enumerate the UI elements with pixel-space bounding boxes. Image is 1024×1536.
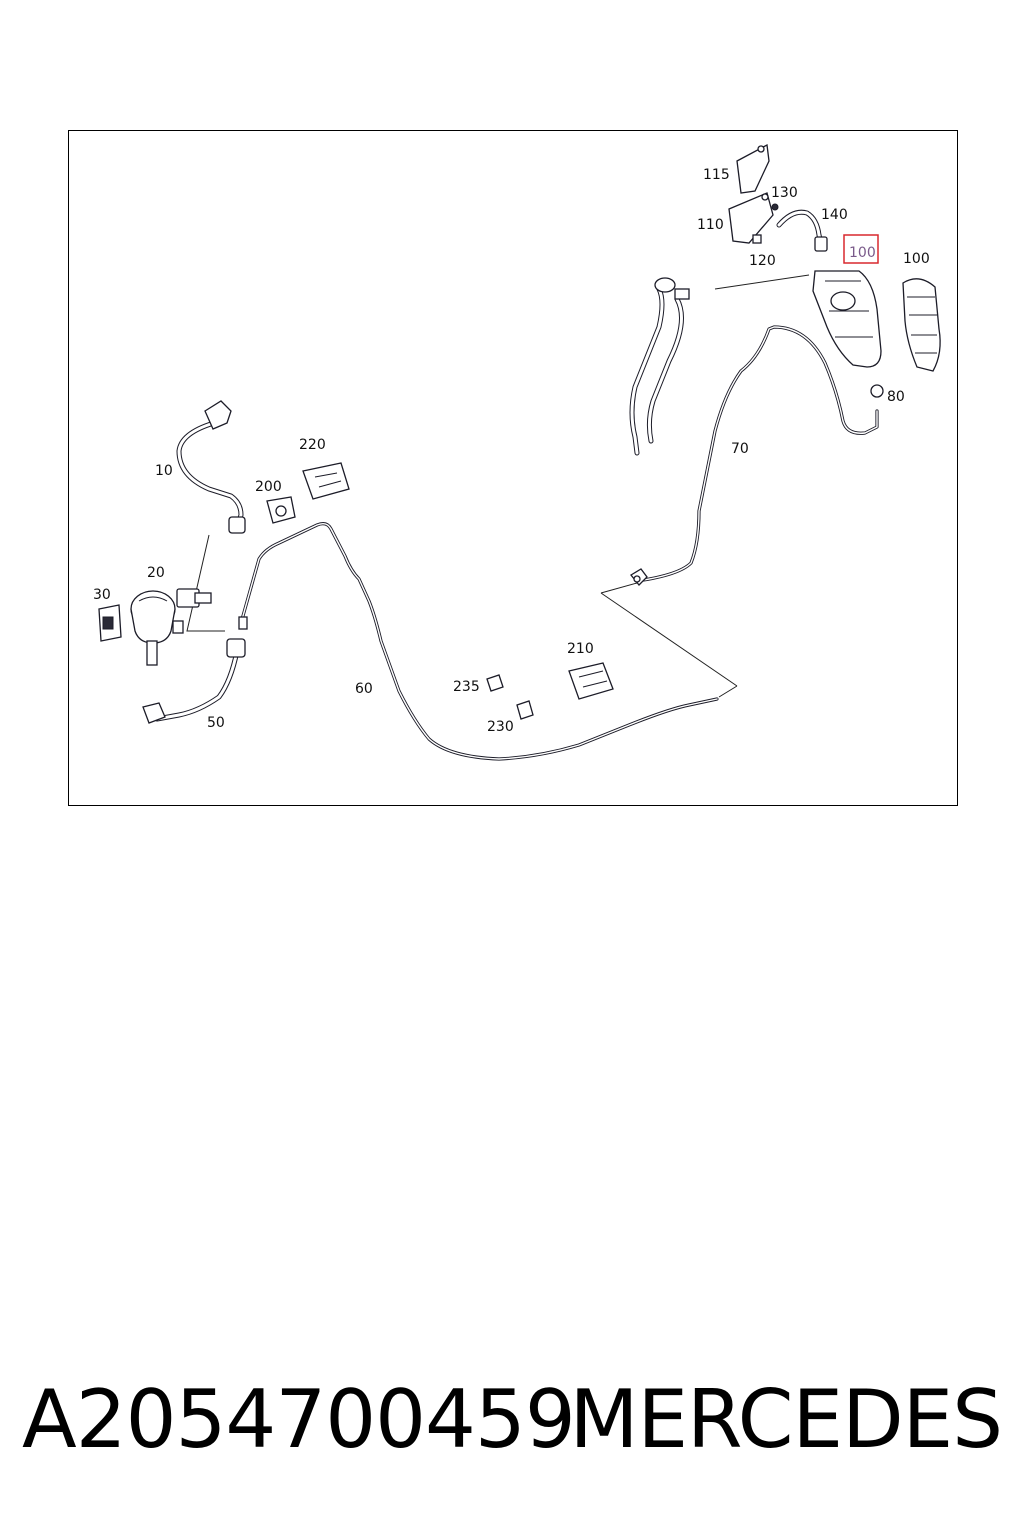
part-115-bracket: [736, 143, 770, 194]
filler-neck: [629, 277, 690, 456]
fuel-line-70: [630, 325, 879, 586]
callout-30: 30: [93, 587, 111, 603]
part-220-clip: [302, 462, 350, 500]
highlight-box-100: [843, 234, 879, 264]
callout-230: 230: [487, 719, 514, 735]
callout-labels: 10 20 30 50 60 70 80 100 100 110 115 120…: [93, 167, 930, 735]
part-50-hose: [142, 638, 246, 724]
callout-220: 220: [299, 437, 326, 453]
leader-neck-100: [714, 274, 810, 290]
callout-50: 50: [207, 715, 225, 731]
part-230-clip: [516, 700, 534, 720]
callout-100: 100: [903, 251, 930, 267]
part-30-bracket: [98, 604, 122, 642]
callout-200: 200: [255, 479, 282, 495]
part-110-bracket: [728, 192, 774, 244]
callout-110: 110: [697, 217, 724, 233]
part-120-nut: [752, 234, 762, 244]
connection-leader-60-70: [600, 582, 738, 698]
part-235-clip: [486, 674, 504, 692]
brand-name: MERCEDES: [569, 1373, 1003, 1466]
part-10-hose: [176, 400, 246, 534]
callout-140: 140: [821, 207, 848, 223]
callout-70: 70: [731, 441, 749, 457]
callout-235: 235: [453, 679, 480, 695]
callout-100-highlighted: 100: [849, 245, 876, 261]
part-200-clip: [266, 496, 296, 524]
part-20-filter: [130, 588, 212, 666]
callout-115: 115: [703, 167, 730, 183]
part-100-canister: [812, 270, 882, 368]
parts-diagram: 10 20 30 50 60 70 80 100 100 110 115 120…: [68, 130, 958, 806]
caption: A2054700459 MERCEDES: [0, 1370, 1024, 1480]
part-140-hose: [776, 209, 828, 252]
callout-130: 130: [771, 185, 798, 201]
part-80-clamp: [870, 384, 884, 398]
callout-210: 210: [567, 641, 594, 657]
part-210-clip: [568, 662, 614, 700]
part-100-canister-alt: [902, 278, 941, 372]
callout-80: 80: [887, 389, 905, 405]
exploded-view: 10 20 30 50 60 70 80 100 100 110 115 120…: [93, 143, 941, 761]
leader-10-20: [186, 534, 225, 632]
callout-120: 120: [749, 253, 776, 269]
fuel-line-60: [238, 522, 719, 761]
callout-10: 10: [155, 463, 173, 479]
callout-60: 60: [355, 681, 373, 697]
callout-20: 20: [147, 565, 165, 581]
part-130-nut: [771, 203, 779, 211]
part-number: A2054700459: [22, 1373, 576, 1466]
